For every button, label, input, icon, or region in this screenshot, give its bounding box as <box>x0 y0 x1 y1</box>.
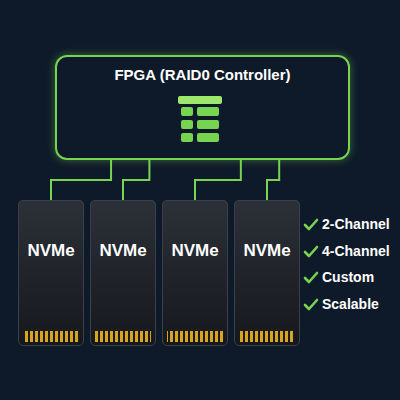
card-body <box>90 200 156 346</box>
nvme-card: NVMe <box>18 200 84 346</box>
node-label: NVMe <box>235 241 299 261</box>
gold-fingers <box>167 331 223 342</box>
check-mark <box>305 220 317 229</box>
gold-fingers <box>239 331 295 342</box>
check-mark <box>305 300 317 309</box>
feature-label: Custom <box>322 268 374 286</box>
server-top <box>178 96 222 104</box>
server-bay <box>197 120 219 129</box>
node-label: NVMe <box>19 241 83 261</box>
gold-fingers <box>95 331 151 342</box>
server-led <box>181 120 193 129</box>
server-bay <box>197 107 219 116</box>
check-mark <box>305 273 317 282</box>
server-led <box>181 133 193 142</box>
bus-line <box>123 160 149 200</box>
server-bay <box>197 133 219 142</box>
feature-label: 2-Channel <box>322 215 390 233</box>
nvme-card: NVMe <box>234 200 300 346</box>
check-marks <box>305 220 317 309</box>
node-label: FPGA (RAID0 Controller) <box>57 66 348 83</box>
card-body <box>18 200 84 346</box>
node-label: NVMe <box>91 241 155 261</box>
feature-label: 4-Channel <box>322 242 390 260</box>
node-label: NVMe <box>163 241 227 261</box>
server-led <box>181 107 193 116</box>
card-body <box>234 200 300 346</box>
card-body <box>162 200 228 346</box>
feature-label: Scalable <box>322 295 379 313</box>
bus-line <box>195 160 241 200</box>
nvme-card: NVMe <box>90 200 156 346</box>
bus-line <box>267 160 279 200</box>
server-icon <box>178 96 222 142</box>
controller-box: FPGA (RAID0 Controller) <box>55 55 350 160</box>
bus-line <box>51 160 111 200</box>
nvme-card: NVMe <box>162 200 228 346</box>
card-bodies <box>18 200 300 346</box>
gold-fingers <box>23 331 79 342</box>
check-mark <box>305 247 317 256</box>
